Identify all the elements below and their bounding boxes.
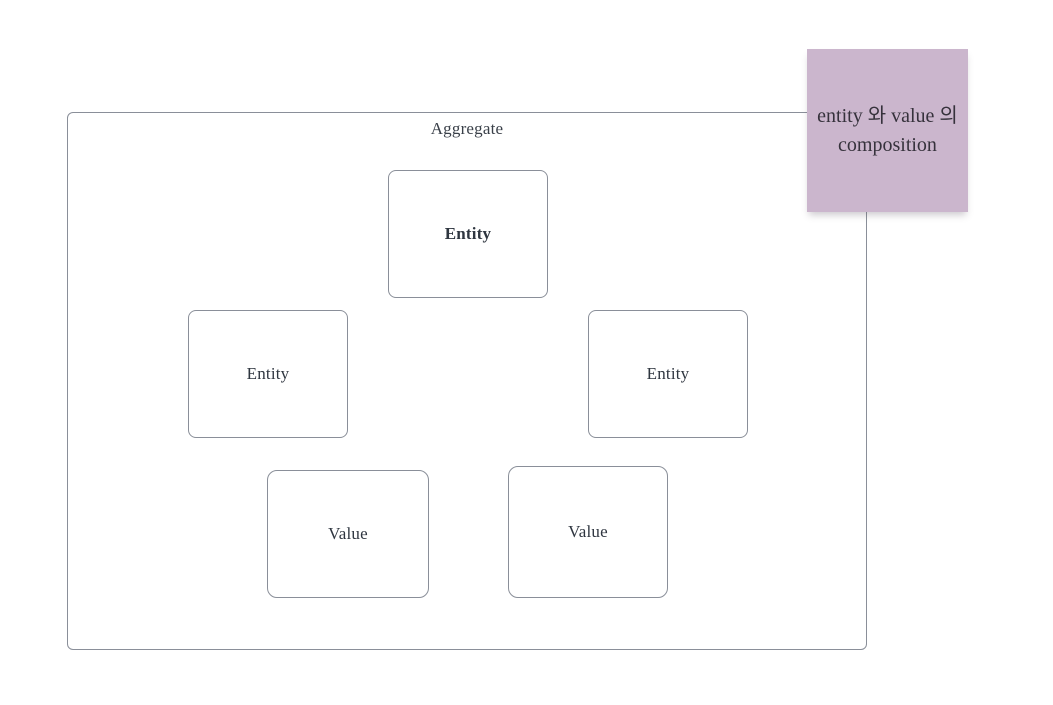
sticky-note-text: entity 와 value 의 composition — [817, 105, 958, 156]
node-entity-primary[interactable]: Entity — [388, 170, 548, 298]
aggregate-title: Aggregate — [430, 119, 504, 138]
node-label: Value — [568, 522, 608, 541]
node-label: Entity — [246, 364, 290, 383]
sticky-note[interactable]: entity 와 value 의 composition — [807, 49, 968, 212]
node-label: Value — [328, 524, 368, 543]
node-label: Entity — [646, 364, 690, 383]
node-label: Entity — [444, 224, 492, 243]
node-entity-right[interactable]: Entity — [588, 310, 748, 438]
node-value-right[interactable]: Value — [508, 466, 668, 598]
node-value-left[interactable]: Value — [267, 470, 429, 598]
node-entity-left[interactable]: Entity — [188, 310, 348, 438]
